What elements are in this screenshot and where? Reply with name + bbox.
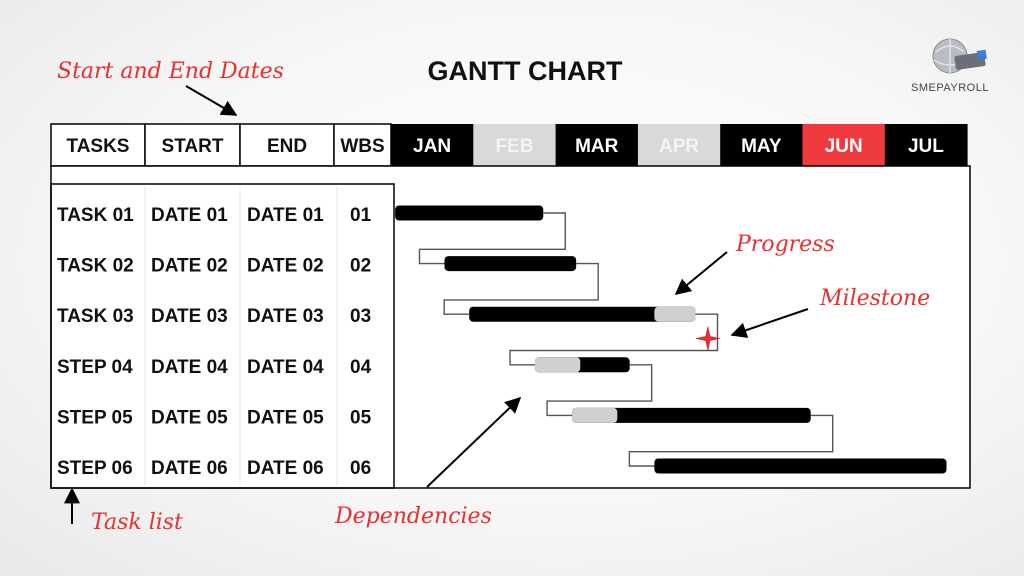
annotation-progress: Progress xyxy=(735,232,835,257)
cell-start: DATE 01 xyxy=(151,205,228,226)
table-row: STEP 04 DATE 04 DATE 04 04 xyxy=(57,357,372,378)
month-label-jun: JUN xyxy=(825,136,863,157)
cell-task: TASK 03 xyxy=(57,306,134,327)
month-cell-jun xyxy=(802,124,886,166)
header-cell-tasks xyxy=(50,123,146,167)
table-row: STEP 06 DATE 06 DATE 06 06 xyxy=(57,458,371,479)
task-bar xyxy=(469,306,696,322)
cell-start: DATE 02 xyxy=(151,256,228,277)
month-label-apr: APR xyxy=(659,136,699,157)
annotation-dependencies-arrow xyxy=(426,396,522,488)
cell-end: DATE 01 xyxy=(247,205,324,226)
month-cell-feb xyxy=(473,124,557,166)
month-label-jan: JAN xyxy=(413,136,451,157)
annotation-dependencies: Dependencies xyxy=(334,504,492,529)
milestone-marker xyxy=(695,326,720,351)
header-label-wbs: WBS xyxy=(340,136,384,157)
task-bar-progress xyxy=(654,306,696,322)
dependency-line xyxy=(443,262,599,315)
cell-wbs: 05 xyxy=(350,407,372,428)
month-label-may: MAY xyxy=(741,136,782,157)
task-bar-progress xyxy=(572,407,618,423)
dependency-line xyxy=(546,364,653,417)
cell-start: DATE 05 xyxy=(151,407,228,428)
cell-wbs: 06 xyxy=(350,458,371,479)
task-bars xyxy=(395,205,947,474)
task-bar xyxy=(444,256,577,272)
month-cell-may xyxy=(720,124,803,166)
month-label-jul: JUL xyxy=(908,136,944,157)
annotation-milestone-arrow xyxy=(730,308,809,338)
cell-task: STEP 05 xyxy=(57,407,133,428)
month-cell-jan xyxy=(391,124,474,166)
annotation-progress-arrow xyxy=(674,251,728,296)
table-row: TASK 01 DATE 01 DATE 01 01 xyxy=(57,205,372,226)
month-label-feb: FEB xyxy=(495,136,533,157)
header-label-tasks: TASKS xyxy=(67,136,130,157)
cell-task: TASK 01 xyxy=(57,205,134,226)
dependency-line xyxy=(418,212,566,265)
cell-start: DATE 03 xyxy=(151,306,228,327)
table-row: STEP 05 DATE 05 DATE 05 05 xyxy=(57,407,372,428)
cell-end: DATE 03 xyxy=(247,306,324,327)
header-label-start: START xyxy=(162,136,224,157)
cell-end: DATE 06 xyxy=(247,458,324,479)
task-bar xyxy=(654,458,947,474)
brand-logo: SMEPAYROLL xyxy=(911,38,989,94)
task-bar-progress xyxy=(535,357,581,373)
cell-end: DATE 04 xyxy=(247,357,324,378)
cell-start: DATE 06 xyxy=(151,458,228,479)
cell-wbs: 03 xyxy=(350,306,371,327)
month-cell-mar xyxy=(555,124,639,166)
table-header: TASKS START END WBS JAN FEB MAR APR MAY JUN JUL xyxy=(50,123,968,167)
task-list-column-dividers xyxy=(144,186,338,486)
cell-start: DATE 04 xyxy=(151,357,228,378)
cell-wbs: 04 xyxy=(350,357,372,378)
table-row: TASK 03 DATE 03 DATE 03 03 xyxy=(57,306,371,327)
cell-wbs: 01 xyxy=(350,205,372,226)
month-cell-jul xyxy=(884,124,968,166)
chart-body-frame xyxy=(50,165,971,489)
cell-task: TASK 02 xyxy=(57,256,134,277)
annotation-task-list: Task list xyxy=(91,510,183,535)
annotations: Start and End Dates Progress Milestone D… xyxy=(57,59,930,535)
annotation-milestone: Milestone xyxy=(819,286,930,311)
cell-end: DATE 02 xyxy=(247,256,324,277)
dependency-line xyxy=(509,313,719,366)
header-label-end: END xyxy=(267,136,307,157)
annotation-start-end: Start and End Dates xyxy=(57,59,284,84)
month-label-mar: MAR xyxy=(575,136,619,157)
task-list-frame xyxy=(50,183,395,489)
table-row: TASK 02 DATE 02 DATE 02 02 xyxy=(57,256,371,277)
cell-task: STEP 06 xyxy=(57,458,133,479)
dependency-line xyxy=(628,414,834,467)
month-cell-apr xyxy=(637,124,721,166)
dependency-lines xyxy=(418,212,834,467)
cell-end: DATE 05 xyxy=(247,407,324,428)
task-bar xyxy=(395,205,544,221)
cell-wbs: 02 xyxy=(350,256,371,277)
page-title: GANTT CHART xyxy=(428,56,623,86)
task-bar xyxy=(572,407,811,423)
annotation-start-end-arrow xyxy=(185,85,238,116)
cell-task: STEP 04 xyxy=(57,357,133,378)
brand-name: SMEPAYROLL xyxy=(911,82,989,94)
